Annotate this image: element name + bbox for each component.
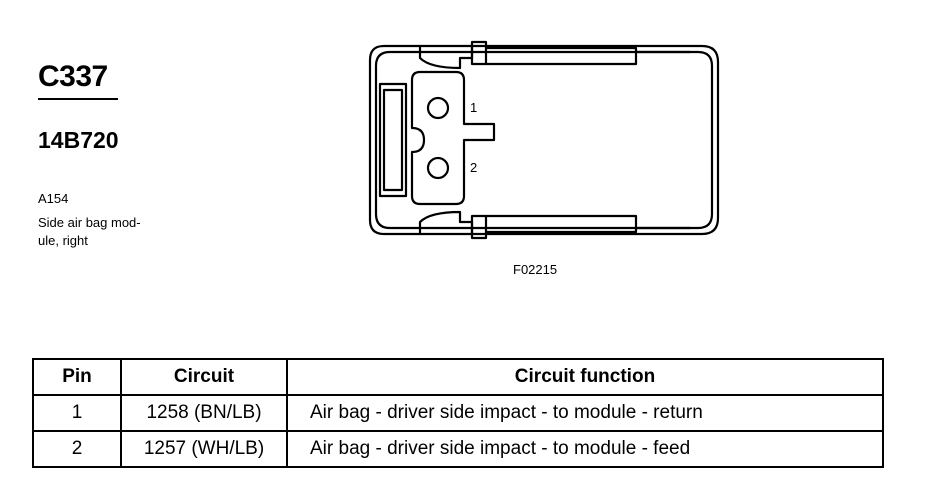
pin-1-label: 1 — [470, 100, 477, 115]
bottom-latch-tab — [470, 214, 488, 240]
connector-housing-inner — [374, 50, 714, 230]
top-latch — [418, 46, 474, 70]
figure-code: F02215 — [513, 262, 558, 277]
pin-1-cavity — [426, 96, 450, 120]
location-code: A154 — [38, 191, 69, 206]
connector-id: C337 — [38, 60, 108, 93]
part-number: 14B720 — [38, 127, 119, 153]
header-pin: Pin — [32, 358, 122, 396]
terminal-body — [410, 70, 496, 206]
side-slot — [378, 82, 408, 198]
row-function: Air bag - driver side impact - to module… — [286, 430, 884, 468]
row-circuit: 1257 (WH/LB) — [120, 430, 288, 468]
pin-2-label: 2 — [470, 160, 477, 175]
pinout-table: Pin Circuit Circuit function 1 1258 (BN/… — [32, 358, 884, 468]
header-circuit: Circuit — [120, 358, 288, 396]
pin-2-cavity — [426, 156, 450, 180]
row-function: Air bag - driver side impact - to module… — [286, 394, 884, 432]
table-row: 1 1258 (BN/LB) Air bag - driver side imp… — [32, 394, 884, 432]
top-latch-tab — [470, 40, 488, 66]
bottom-rail — [486, 214, 638, 234]
bottom-latch — [418, 210, 474, 234]
connector-description: Side air bag mod- ule, right — [38, 214, 188, 250]
connector-face-drawing: 1 2 — [368, 40, 720, 240]
row-pin: 1 — [32, 394, 122, 432]
row-circuit: 1258 (BN/LB) — [120, 394, 288, 432]
connector-housing-outline — [368, 44, 720, 236]
table-row: 2 1257 (WH/LB) Air bag - driver side imp… — [32, 430, 884, 468]
row-pin: 2 — [32, 430, 122, 468]
top-rail — [486, 46, 638, 66]
connector-id-underline — [38, 98, 118, 100]
header-function: Circuit function — [286, 358, 884, 396]
description-text: Side air bag mod- ule, right — [38, 215, 141, 248]
table-header-row: Pin Circuit Circuit function — [32, 358, 884, 396]
